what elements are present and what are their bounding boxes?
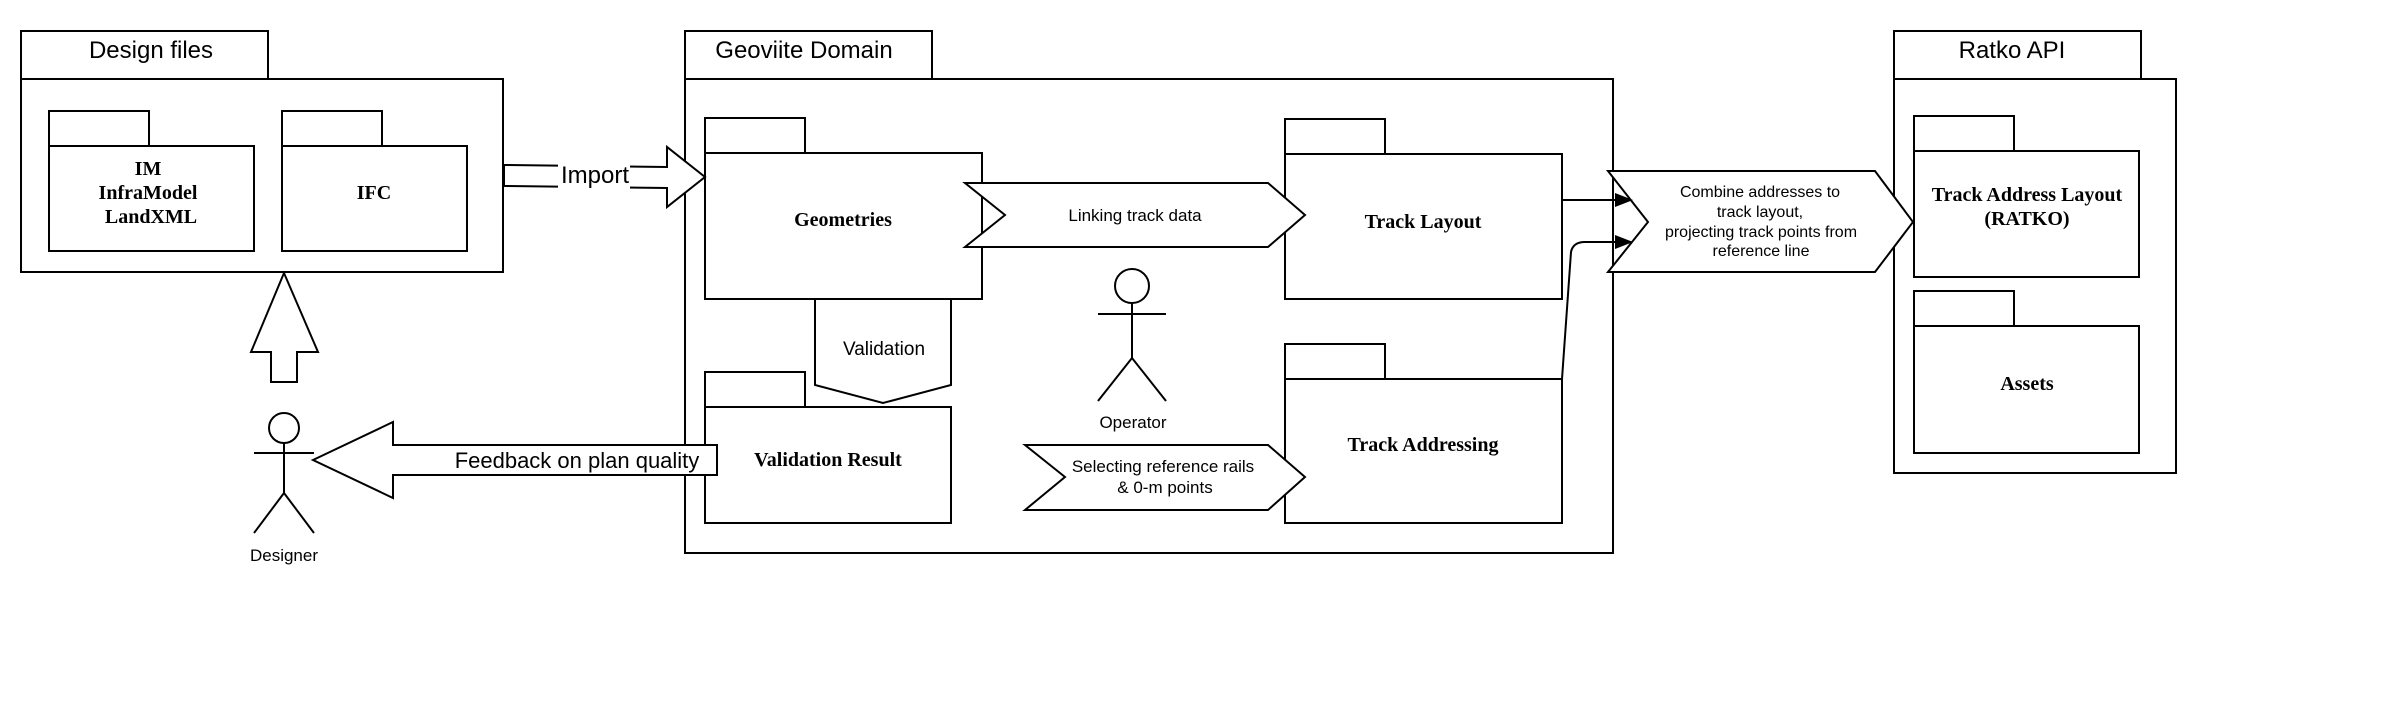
im-label-line-2: InfraModel [99, 182, 198, 204]
validation-result-label: Validation Result [754, 449, 902, 471]
connector-track-addressing-arrowhead [1615, 235, 1633, 249]
package-title-design-files: Design files [89, 37, 213, 64]
feedback-arrow: Feedback on plan quality [310, 420, 718, 500]
sub-package-assets: Assets [1913, 290, 2140, 454]
package-design-files: Design files IM InfraModel LandXML IFC [20, 30, 504, 273]
sub-package-im: IM InfraModel LandXML [48, 110, 255, 252]
import-arrow: Import [503, 144, 707, 210]
validation-chevron: Validation [814, 298, 952, 405]
track-address-layout-label-line-2: (RATKO) [1984, 208, 2069, 230]
track-layout-label: Track Layout [1365, 211, 1482, 233]
import-arrow-label: Import [561, 162, 629, 189]
sub-package-ifc: IFC [281, 110, 468, 252]
combine-chevron-label-line-3: projecting track points from [1665, 224, 1857, 241]
combine-chevron-label-line-1: Combine addresses to [1680, 184, 1840, 201]
combine-chevron-label-line-4: reference line [1713, 243, 1810, 260]
combine-chevron: Combine addresses to track layout, proje… [1605, 170, 1915, 273]
selecting-chevron-label-line-2: & 0-m points [1117, 478, 1212, 497]
im-label-line-3: LandXML [105, 206, 197, 228]
ifc-label: IFC [357, 182, 391, 204]
track-addressing-label: Track Addressing [1348, 434, 1499, 456]
designer-actor: Designer [250, 412, 318, 565]
sub-package-track-layout: Track Layout [1284, 118, 1563, 300]
connector-track-addressing [1561, 235, 1633, 380]
feedback-arrow-label: Feedback on plan quality [455, 448, 700, 473]
package-ratko-api: Ratko API Track Address Layout (RATKO) A… [1893, 30, 2177, 474]
operator-label: Operator [1099, 413, 1166, 432]
designer-up-arrow [249, 270, 320, 383]
assets-label: Assets [2000, 373, 2054, 395]
geometries-label: Geometries [794, 209, 892, 231]
sub-package-track-address-layout: Track Address Layout (RATKO) [1913, 115, 2140, 278]
im-label-line-1: IM [135, 158, 162, 180]
selecting-chevron: Selecting reference rails & 0-m points [1022, 444, 1307, 511]
connector-track-layout [1562, 193, 1633, 207]
connector-track-layout-arrowhead [1615, 193, 1633, 207]
combine-chevron-label-line-2: track layout, [1717, 204, 1803, 221]
package-title-geoviite-domain: Geoviite Domain [715, 37, 892, 64]
designer-label: Designer [250, 546, 318, 565]
linking-chevron-label: Linking track data [1068, 206, 1202, 225]
track-address-layout-label-line-1: Track Address Layout [1932, 184, 2123, 206]
linking-chevron: Linking track data [962, 182, 1307, 248]
sub-package-geometries: Geometries [704, 117, 983, 300]
selecting-chevron-label-line-1: Selecting reference rails [1072, 457, 1254, 476]
operator-actor: Operator [1097, 268, 1167, 432]
sub-package-track-addressing: Track Addressing [1284, 343, 1563, 524]
package-title-ratko-api: Ratko API [1959, 37, 2066, 64]
validation-chevron-label: Validation [843, 339, 925, 360]
sub-package-validation-result: Validation Result [704, 371, 952, 524]
